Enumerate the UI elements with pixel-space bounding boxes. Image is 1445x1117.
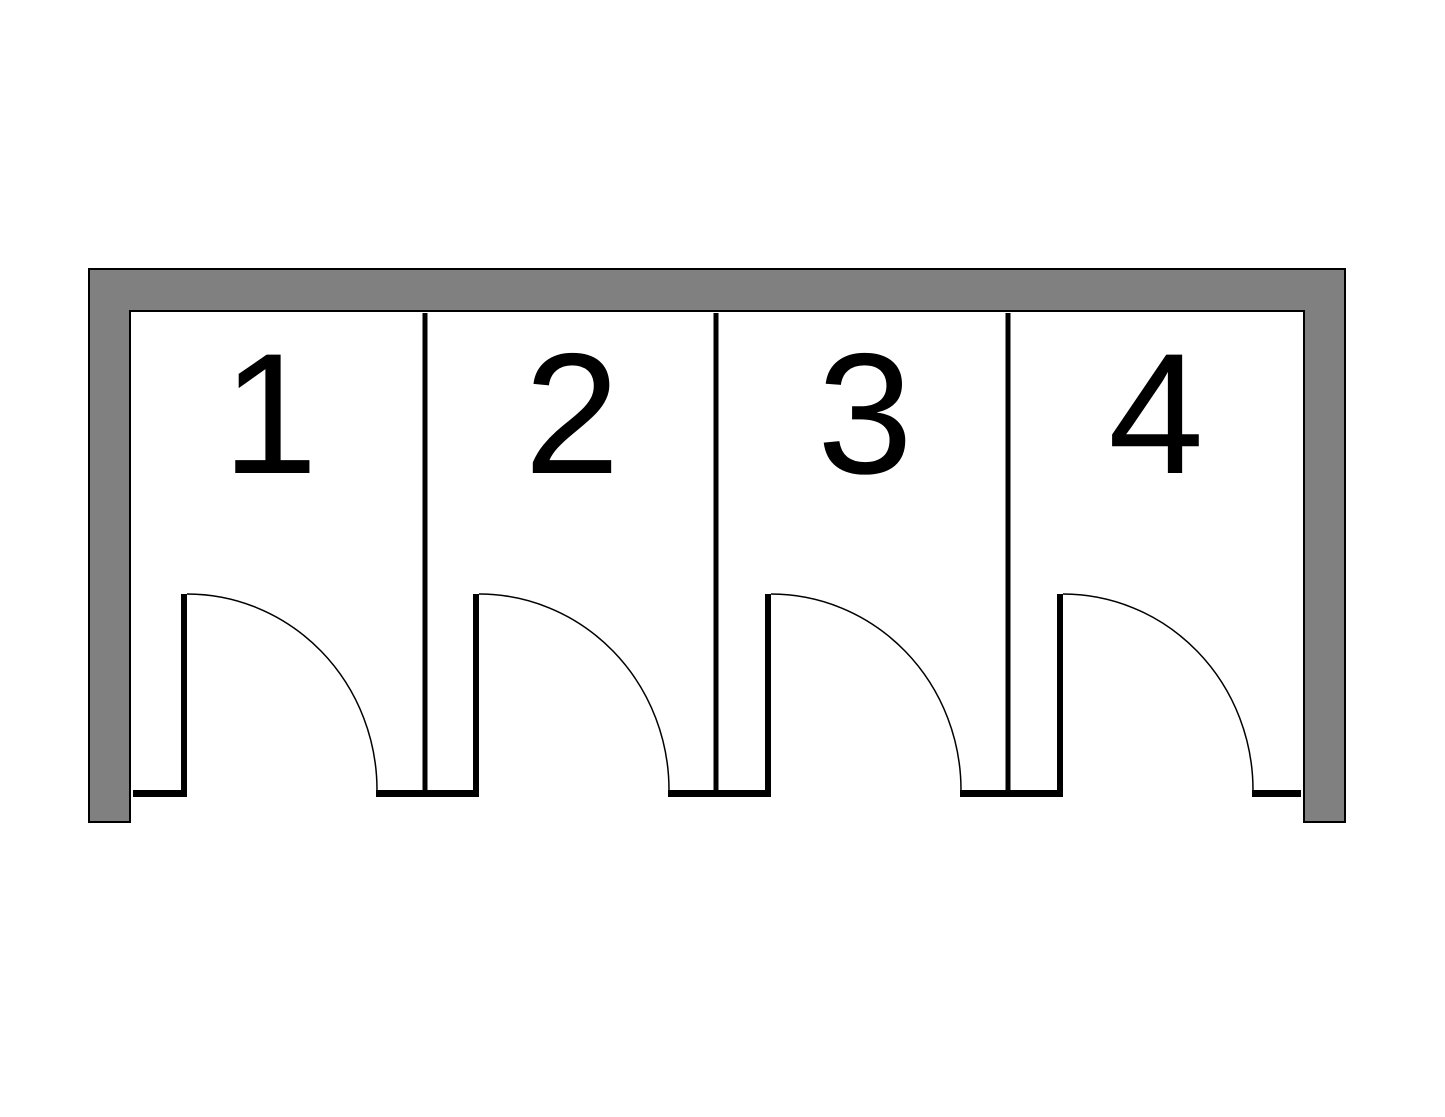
stall-label-3: 3 [817, 318, 913, 510]
door-leaf-3 [765, 594, 771, 797]
door-swing-arc-1 [186, 593, 378, 791]
front-1-2 [376, 790, 474, 797]
stall-label-2: 2 [524, 318, 620, 510]
door-leaf-4 [1057, 594, 1063, 797]
outer-wall [88, 268, 1346, 823]
stall-label-1: 1 [222, 318, 318, 510]
stall-label-4: 4 [1108, 318, 1204, 510]
door-3 [765, 593, 962, 797]
door-swing-arc-4 [1062, 593, 1254, 791]
front-right-stub [1252, 790, 1301, 797]
door-leaf-1 [181, 594, 187, 797]
front-2-3 [668, 790, 766, 797]
door-2 [473, 593, 670, 797]
stall-fronts [133, 790, 1301, 797]
front-left-stub [133, 790, 185, 797]
door-4 [1057, 593, 1254, 797]
door-swing-arc-2 [478, 593, 670, 791]
door-1 [181, 593, 378, 797]
door-swing-arc-3 [770, 593, 962, 791]
front-3-4 [960, 790, 1058, 797]
door-leaf-2 [473, 594, 479, 797]
partitions [422, 313, 1011, 790]
